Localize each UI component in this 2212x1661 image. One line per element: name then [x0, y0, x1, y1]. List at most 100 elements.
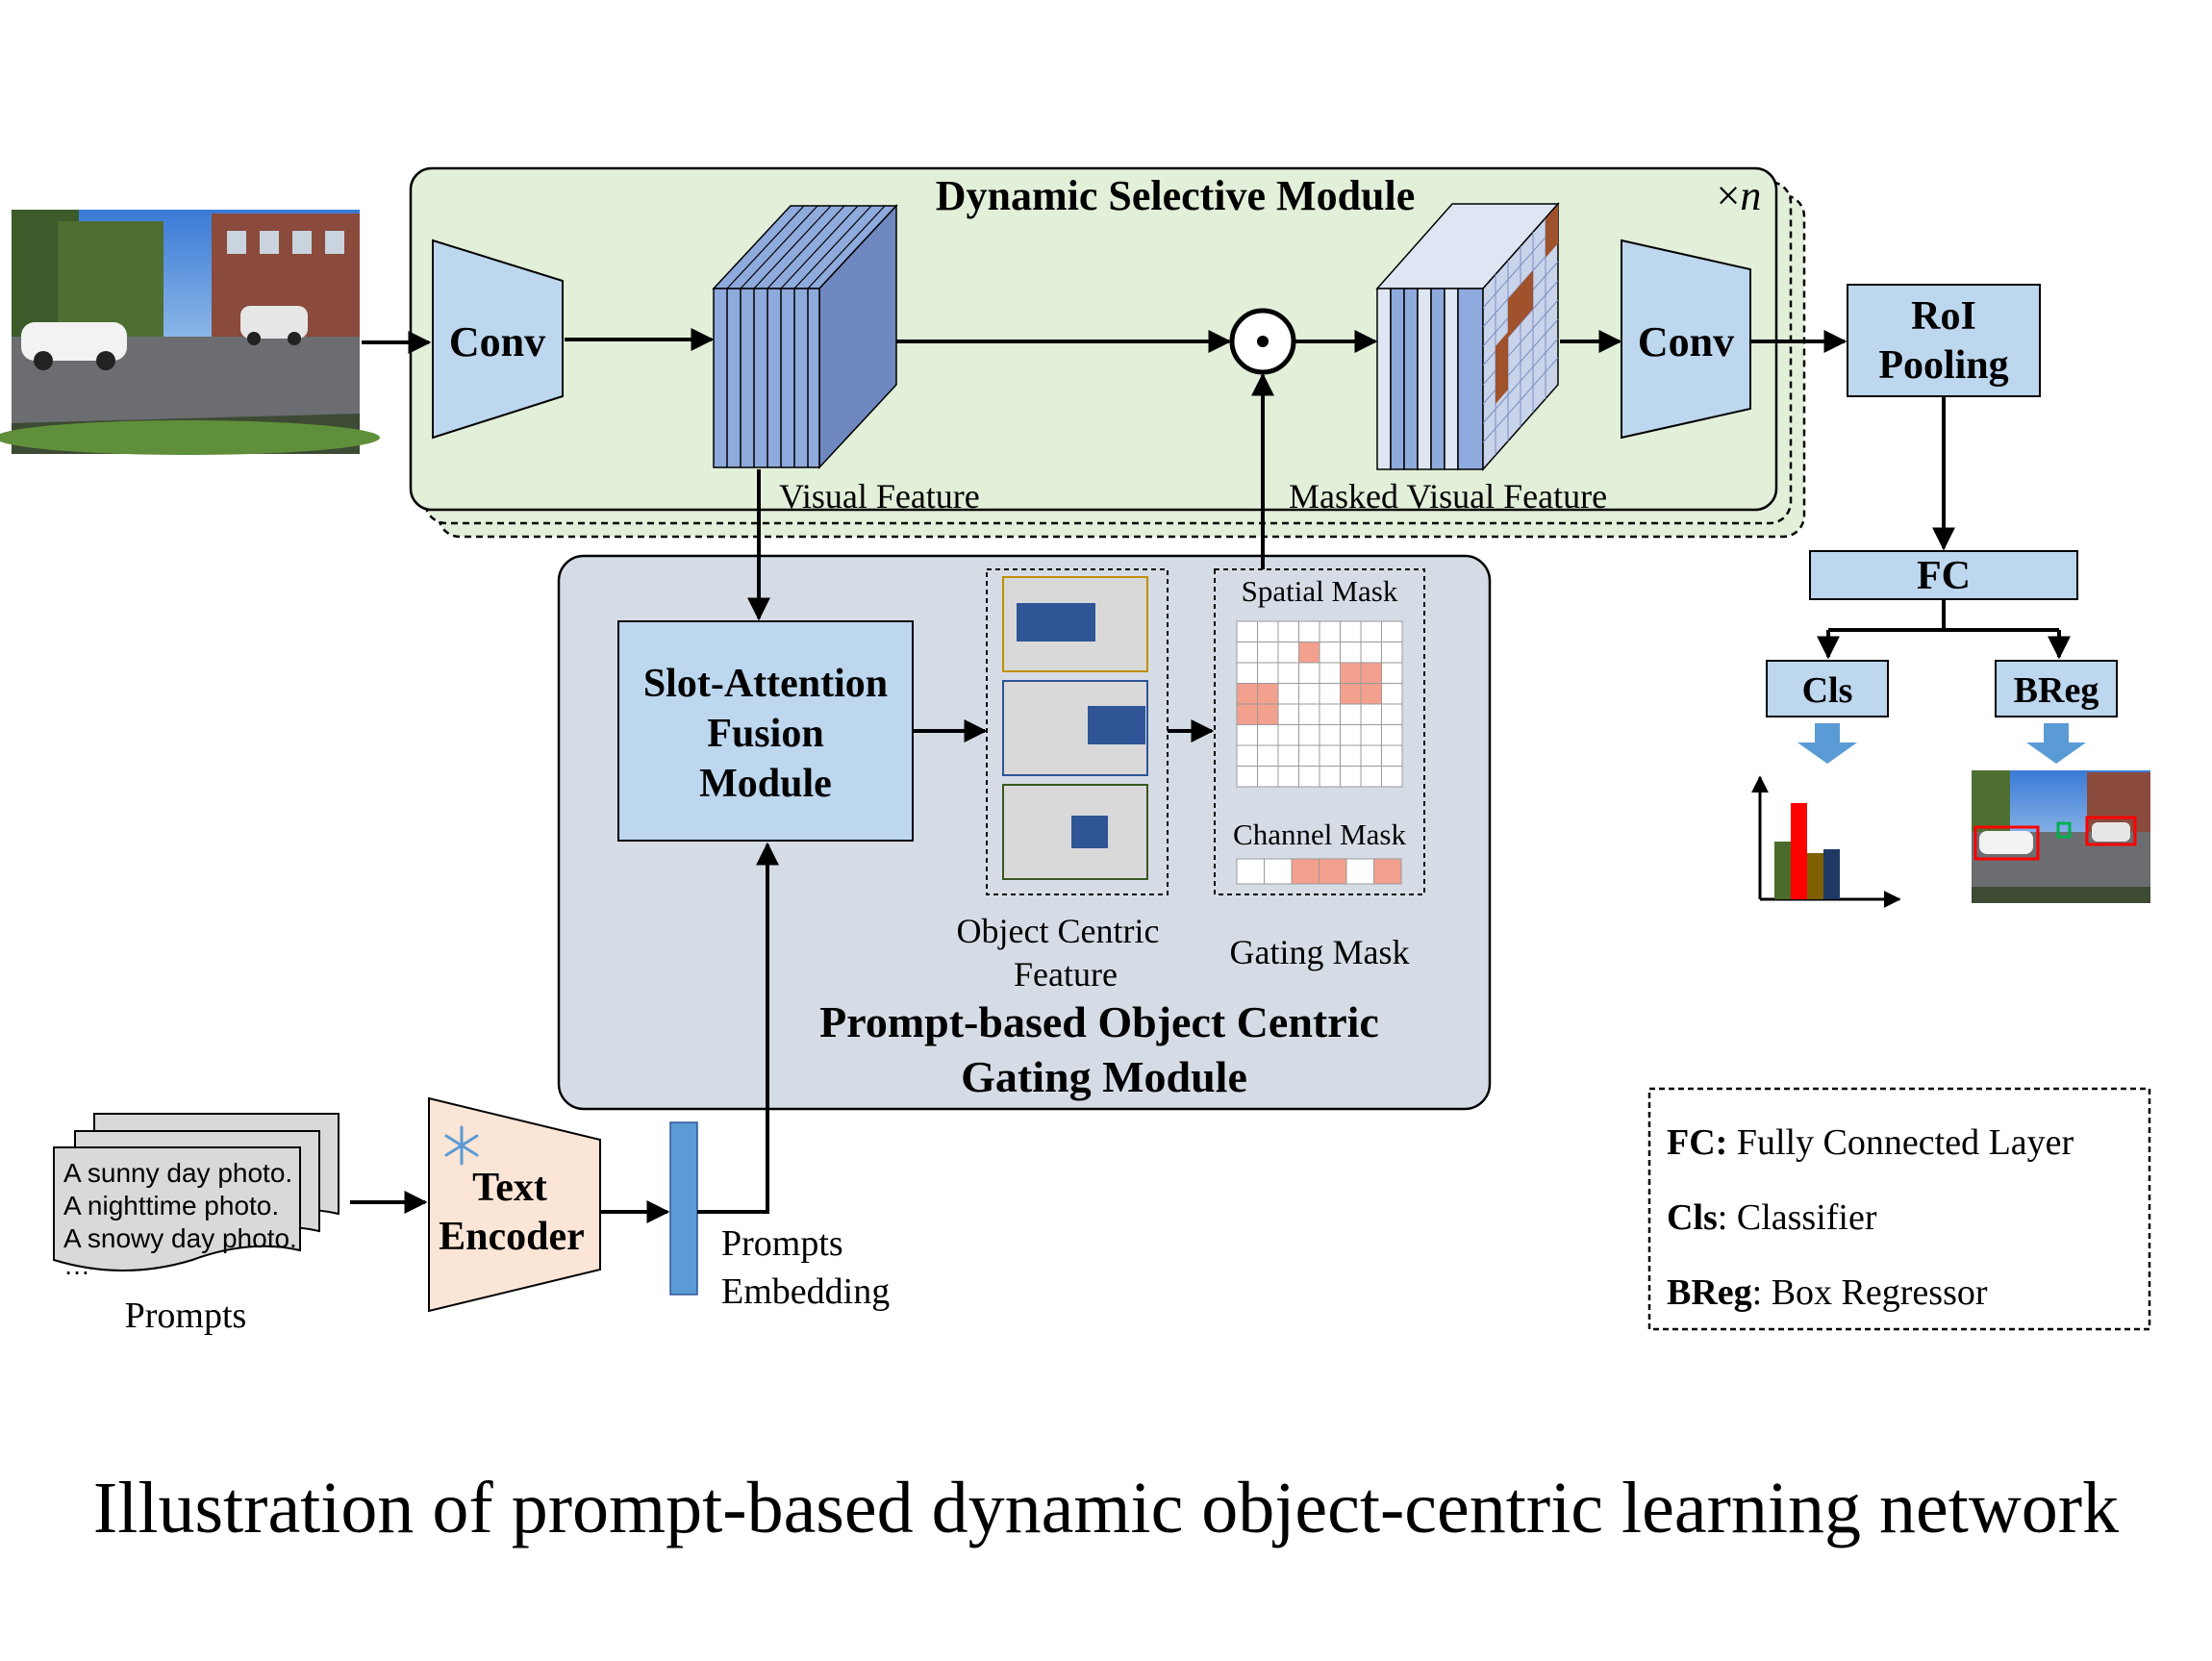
spatial-mask-cell — [1381, 703, 1403, 725]
legend-box: FC: Fully Connected Layer Cls: Classifie… — [1647, 1087, 2151, 1331]
prompt-line-1: A sunny day photo. — [63, 1158, 292, 1188]
spatial-mask-cell — [1319, 766, 1341, 788]
detection-result-image — [1972, 770, 2150, 903]
text-encoder-block: Text Encoder — [428, 1096, 601, 1313]
spatial-mask-cell — [1298, 744, 1320, 767]
legend-item-breg: BReg: Box Regressor — [1667, 1272, 1988, 1313]
svg-text:BReg: BReg — [2014, 670, 2099, 711]
spatial-mask-cell — [1257, 744, 1279, 767]
prompt-line-2: A nighttime photo. — [63, 1191, 279, 1221]
fc-block: FC — [1809, 550, 2078, 600]
spatial-mask-cell — [1340, 662, 1362, 684]
spatial-mask-cell — [1277, 662, 1299, 684]
spatial-mask-cell — [1236, 766, 1258, 788]
prompts-embedding-bar — [669, 1121, 698, 1296]
chart-icon-bar — [1774, 842, 1791, 899]
spatial-mask-cell — [1360, 724, 1382, 746]
spatial-mask-cell — [1319, 620, 1341, 642]
spatial-mask-cell — [1319, 642, 1341, 664]
spatial-mask-cell — [1277, 766, 1299, 788]
spatial-mask-cell — [1236, 724, 1258, 746]
spatial-mask-cell — [1340, 724, 1362, 746]
spatial-mask-cell — [1340, 703, 1362, 725]
svg-text:RoI: RoI — [1911, 294, 1976, 339]
spatial-mask-cell — [1340, 766, 1362, 788]
prompts-embedding-label-1: Prompts — [721, 1223, 843, 1264]
spatial-mask-cell — [1298, 642, 1320, 664]
svg-text:Prompt-based Object Centric: Prompt-based Object Centric — [819, 997, 1379, 1046]
spatial-mask-cell — [1381, 766, 1403, 788]
dsm-title: Dynamic Selective Module — [936, 172, 1416, 219]
spatial-mask-cell — [1257, 662, 1279, 684]
spatial-mask-cell — [1257, 703, 1279, 725]
channel-mask-label: Channel Mask — [1233, 818, 1406, 851]
legend-item-fc: FC: Fully Connected Layer — [1667, 1122, 2074, 1163]
elementwise-product-icon — [1229, 308, 1296, 375]
slot-attention-fusion-module: Slot-Attention Fusion Module — [617, 620, 914, 842]
chart-icon-bar — [1807, 853, 1823, 899]
repeat-n-label: ×n — [1717, 172, 1762, 219]
svg-text:Text: Text — [472, 1166, 547, 1210]
channel-mask-cell — [1264, 858, 1293, 885]
spatial-mask-cell — [1236, 703, 1258, 725]
conv-right-label: Conv — [1638, 318, 1734, 365]
svg-text:Slot-Attention: Slot-Attention — [643, 662, 888, 706]
spatial-mask-cell — [1319, 744, 1341, 767]
prompts-document-stack: A sunny day photo. A nighttime photo. A … — [53, 1113, 339, 1280]
spatial-mask-cell — [1381, 724, 1403, 746]
object-centric-label-1: Object Centric — [957, 912, 1160, 950]
visual-feature-stack — [712, 204, 898, 469]
breg-output-arrow-icon — [2026, 723, 2086, 764]
spatial-mask-cell — [1257, 642, 1279, 664]
roi-pooling-block: RoI Pooling — [1847, 284, 2041, 397]
spatial-mask-cell — [1236, 642, 1258, 664]
spatial-mask-cell — [1360, 744, 1382, 767]
spatial-mask-cell — [1381, 683, 1403, 705]
spatial-mask-cell — [1319, 683, 1341, 705]
input-street-image — [0, 210, 380, 455]
cls-block: Cls — [1766, 660, 1889, 717]
gating-mask-group: Spatial Mask Channel Mask — [1214, 568, 1425, 895]
spatial-mask-cell — [1236, 620, 1258, 642]
channel-mask-cell — [1291, 858, 1320, 885]
figure-caption: Illustration of prompt-based dynamic obj… — [92, 1468, 2120, 1548]
spatial-mask-cell — [1381, 744, 1403, 767]
spatial-mask-cell — [1277, 620, 1299, 642]
spatial-mask-cell — [1360, 662, 1382, 684]
spatial-mask-cell — [1236, 683, 1258, 705]
svg-text:Module: Module — [699, 762, 832, 806]
spatial-mask-cell — [1360, 766, 1382, 788]
spatial-mask-cell — [1360, 642, 1382, 664]
spatial-mask-cell — [1360, 703, 1382, 725]
spatial-mask-cell — [1340, 642, 1362, 664]
arrow-embedding-to-slot — [697, 842, 779, 1214]
channel-mask-cell — [1319, 858, 1347, 885]
spatial-mask-cell — [1236, 744, 1258, 767]
prompts-label: Prompts — [125, 1296, 247, 1336]
spatial-mask-cell — [1319, 724, 1341, 746]
svg-text:Cls: Cls — [1802, 670, 1853, 711]
spatial-mask-cell — [1257, 766, 1279, 788]
spatial-mask-cell — [1381, 620, 1403, 642]
spatial-mask-cell — [1381, 642, 1403, 664]
legend-item-cls: Cls: Classifier — [1667, 1197, 1877, 1238]
classification-bar-chart-icon — [1751, 775, 1901, 908]
breg-block: BReg — [1995, 660, 2118, 717]
conv-left-label: Conv — [449, 318, 545, 365]
chart-icon-bar — [1791, 803, 1807, 899]
spatial-mask-cell — [1340, 683, 1362, 705]
masked-visual-feature-label: Masked Visual Feature — [1289, 477, 1607, 516]
spatial-mask-grid — [1236, 620, 1403, 788]
object-centric-feature-group — [986, 568, 1169, 895]
fc-branch-arrows — [1817, 599, 2071, 660]
spatial-mask-cell — [1277, 744, 1299, 767]
spatial-mask-cell — [1277, 724, 1299, 746]
spatial-mask-cell — [1257, 683, 1279, 705]
channel-mask-cell — [1236, 858, 1265, 885]
conv-right-block: Conv — [1621, 239, 1751, 440]
object-centric-label-2: Feature — [1014, 955, 1118, 994]
spatial-mask-cell — [1298, 703, 1320, 725]
masked-visual-feature-stack — [1375, 202, 1560, 471]
spatial-mask-cell — [1257, 620, 1279, 642]
spatial-mask-cell — [1298, 662, 1320, 684]
